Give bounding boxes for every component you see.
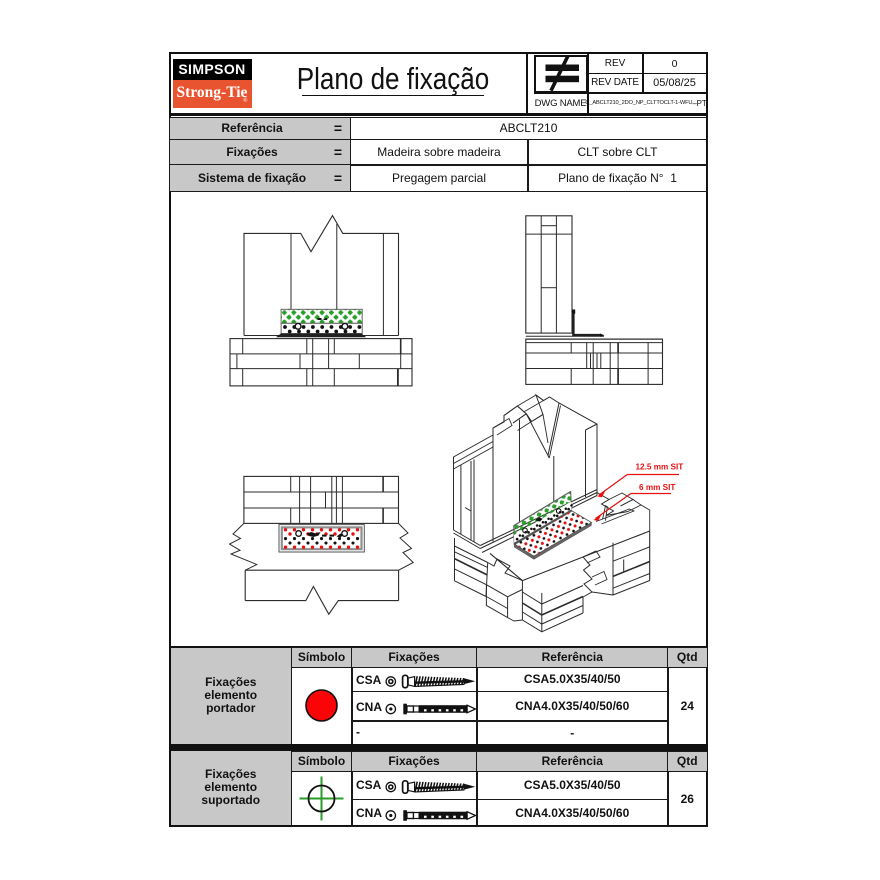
svg-text:6 mm SIT: 6 mm SIT [639, 483, 675, 492]
svg-text:12.5 mm SIT: 12.5 mm SIT [636, 463, 684, 472]
